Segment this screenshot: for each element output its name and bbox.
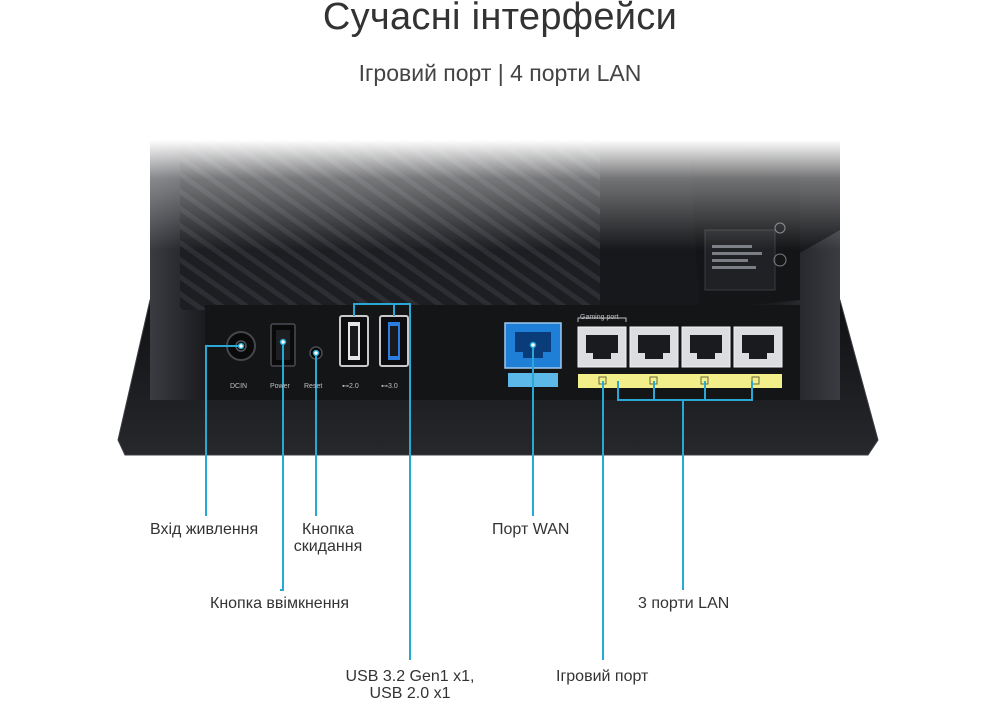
callout-usb-line1: USB 3.2 Gen1 x1, xyxy=(345,668,475,685)
callout-reset-button: Кнопка скидання xyxy=(282,521,374,555)
usb2-panel-label: ⊷2.0 xyxy=(342,383,359,390)
reset-panel-label: Reset xyxy=(304,383,323,390)
callout-usb-line2: USB 2.0 x1 xyxy=(369,685,451,702)
callout-power-button: Кнопка ввімкнення xyxy=(210,595,350,612)
power-panel-label: Power xyxy=(270,383,290,390)
gaming-port-panel-label: Gaming port xyxy=(580,314,619,321)
callout-reset-line2: скидання xyxy=(293,538,363,555)
page-title: Сучасні інтерфейси xyxy=(322,0,678,38)
callout-wan-port: Порт WAN xyxy=(492,521,570,538)
callout-power-input: Вхід живлення xyxy=(150,521,259,538)
callout-usb: USB 3.2 Gen1 x1, USB 2.0 x1 xyxy=(340,668,480,702)
callout-gaming-port: Ігровий порт xyxy=(556,668,649,685)
callout-reset-line1: Кнопка xyxy=(302,521,354,538)
page-subtitle: Ігровий порт | 4 порти LAN xyxy=(358,60,642,86)
dcin-panel-label: DCIN xyxy=(230,383,248,390)
usb3-panel-label: ⊷3.0 xyxy=(381,383,398,390)
callout-lan-ports: 3 порти LAN xyxy=(638,595,730,612)
